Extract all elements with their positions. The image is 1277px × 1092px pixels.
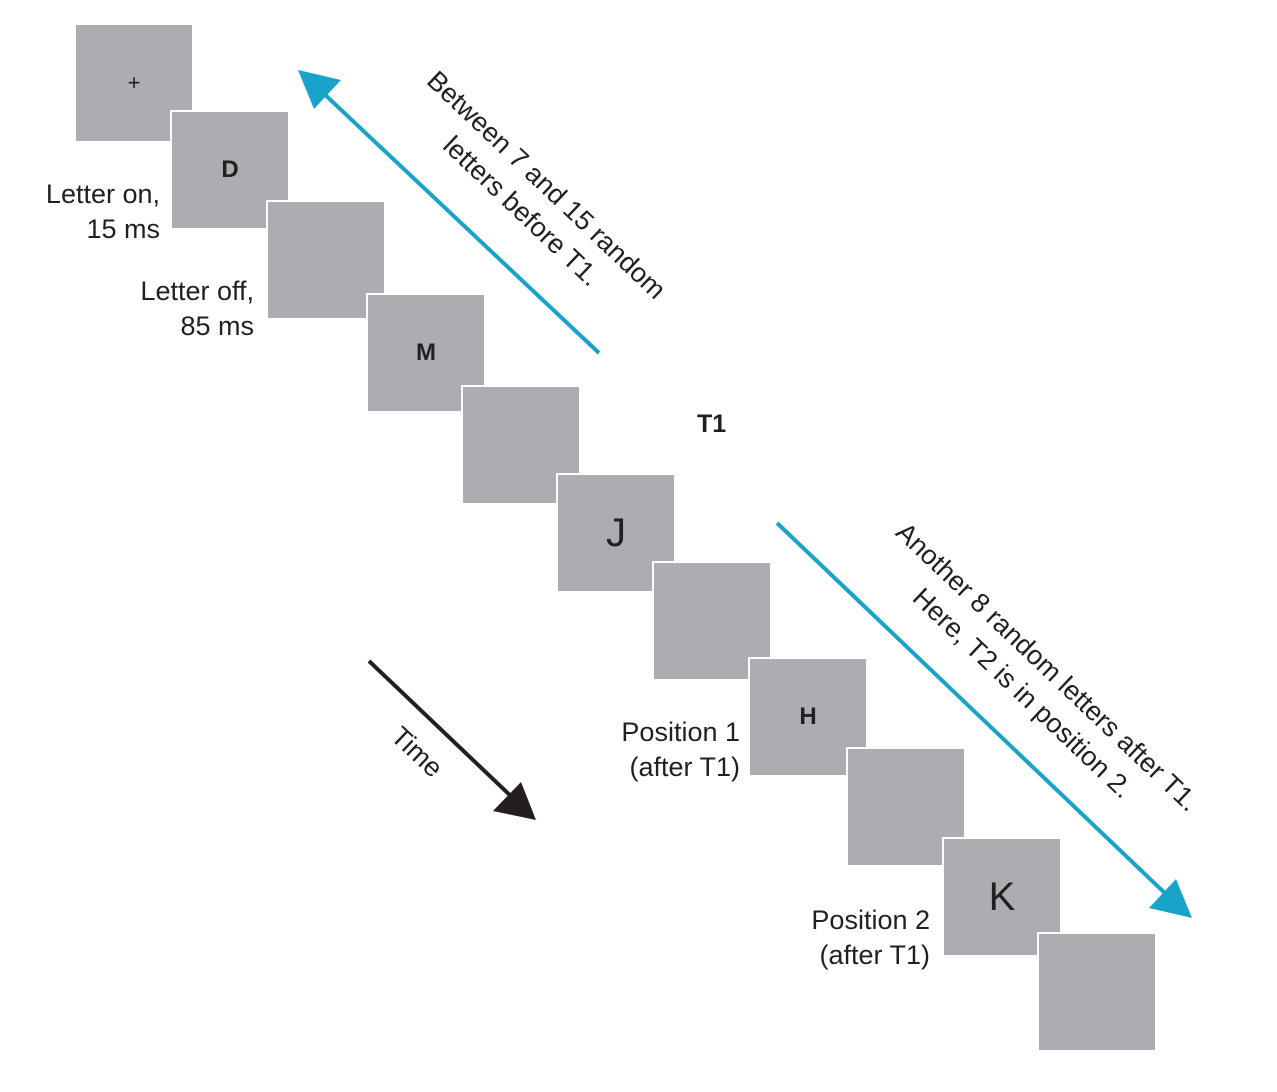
label-line: (after T1) (819, 940, 930, 970)
letter-off-label: Letter off, 85 ms (140, 274, 254, 344)
letter-on-label: Letter on, 15 ms (46, 177, 160, 247)
position-2-label: Position 2 (after T1) (811, 903, 930, 973)
label-line: (after T1) (629, 752, 740, 782)
label-line: Letter off, (140, 276, 254, 306)
after-t1-arrow (775, 521, 1172, 900)
after-t1-arrowhead (1149, 879, 1192, 918)
frame-letter: K (988, 875, 1016, 919)
time-arrow (367, 659, 517, 802)
t1-label: T1 (697, 410, 727, 438)
before-t1-arrowhead (298, 70, 341, 109)
label-line: 15 ms (86, 214, 160, 244)
frame-letter: H (799, 703, 817, 730)
label-line: Position 1 (621, 717, 740, 747)
position-1-label: Position 1 (after T1) (621, 715, 740, 785)
blank-frame (1037, 932, 1157, 1052)
frame-letter: M (416, 339, 436, 366)
label-line: 85 ms (180, 311, 254, 341)
fixation-cross: + (127, 70, 141, 95)
fixation-frame: + (74, 23, 194, 143)
label-line: Position 2 (811, 905, 930, 935)
frame-letter: J (606, 511, 626, 555)
label-line: Letter on, (45, 179, 160, 209)
frame-letter: D (221, 156, 239, 183)
time-arrowhead (493, 782, 536, 820)
before-t1-arrow (318, 88, 601, 355)
